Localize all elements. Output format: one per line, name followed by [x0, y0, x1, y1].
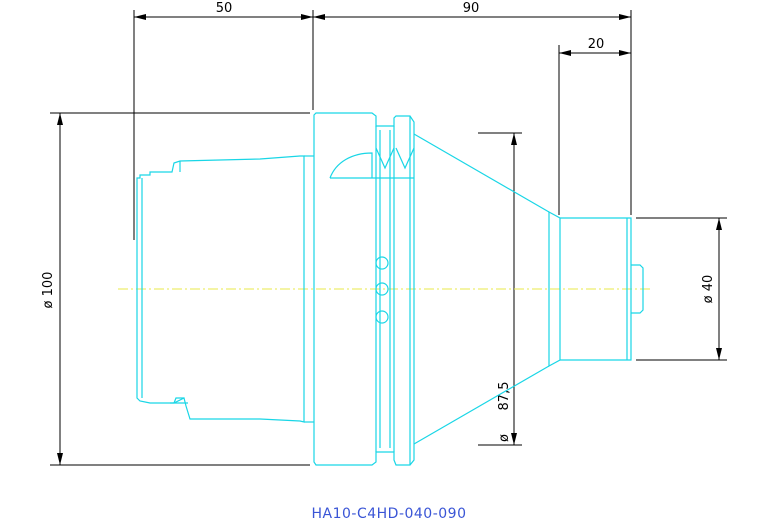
shank-key	[173, 397, 184, 404]
tool-holder-outline	[136, 112, 644, 466]
dim-label-dia-100: ø 100	[41, 272, 56, 309]
arrow-head	[619, 14, 631, 20]
flange-arc	[329, 152, 373, 179]
flange-outline	[313, 112, 415, 466]
arrow-head	[301, 14, 313, 20]
taper-upper	[413, 133, 550, 213]
arrow-head	[716, 218, 722, 230]
taper-lower	[413, 365, 550, 445]
coolant-hole	[375, 256, 389, 270]
dim-label-20: 20	[588, 37, 605, 52]
arrow-head	[134, 14, 146, 20]
dimension-lines	[50, 10, 727, 466]
coolant-hole	[375, 310, 389, 324]
nose-outline	[560, 217, 632, 361]
arrow-head	[619, 50, 631, 56]
nose-pilot	[631, 264, 644, 314]
arrow-head	[511, 433, 517, 445]
arrow-head	[559, 50, 571, 56]
arrow-head	[57, 453, 63, 465]
arrow-head	[313, 14, 325, 20]
v-groove	[395, 147, 415, 170]
shank-outline	[136, 155, 305, 423]
drawing-caption: HA10-C4HD-040-090	[311, 506, 466, 522]
arrow-head	[511, 133, 517, 145]
dim-label-dia-875: 87,5	[497, 382, 512, 411]
dim-label-50: 50	[216, 1, 233, 16]
dim-label-90: 90	[463, 1, 480, 16]
v-groove	[375, 147, 395, 170]
coolant-hole	[375, 282, 389, 296]
dim-label-dia-40: ø 40	[701, 275, 716, 304]
arrow-head	[57, 113, 63, 125]
dim-label-dia-symbol: ø	[497, 434, 512, 442]
arrow-head	[716, 348, 722, 360]
